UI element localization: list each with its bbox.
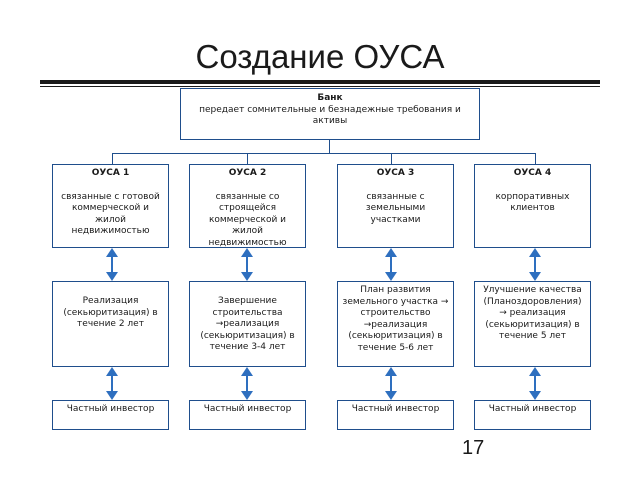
process-text: Реализация (секьюритизация) в течение 2 … bbox=[63, 296, 158, 329]
drop-line-4 bbox=[535, 153, 536, 164]
double-arrow-icon bbox=[241, 248, 253, 281]
double-arrow-icon bbox=[106, 367, 118, 400]
investor-text: Частный инвестор bbox=[488, 404, 577, 414]
slide-title: Создание ОУСА bbox=[195, 38, 445, 75]
ousa-box-3: ОУСА 3 связанные с земельными участками bbox=[337, 164, 454, 248]
bank-box: Банк передает сомнительные и безнадежные… bbox=[180, 88, 480, 140]
investor-box-3: Частный инвестор bbox=[337, 400, 454, 430]
investor-box-1: Частный инвестор bbox=[52, 400, 169, 430]
double-arrow-icon bbox=[241, 367, 253, 400]
title-underline-thin bbox=[40, 86, 600, 87]
double-arrow-icon bbox=[529, 367, 541, 400]
ousa-description: связанные с готовой коммерческой и жилой… bbox=[61, 191, 160, 237]
ousa-box-1: ОУСА 1 связанные с готовой коммерческой … bbox=[52, 164, 169, 248]
ousa-name: ОУСА 2 bbox=[228, 168, 267, 178]
ousa-box-2: ОУСА 2 связанные со строящейся коммерчес… bbox=[189, 164, 306, 248]
investor-text: Частный инвестор bbox=[66, 404, 155, 414]
process-text: Улучшение качества (Планоздоровления) → … bbox=[483, 285, 582, 341]
process-box-2: Завершение строительства →реализация (се… bbox=[189, 281, 306, 367]
investor-box-4: Частный инвестор bbox=[474, 400, 591, 430]
investor-box-2: Частный инвестор bbox=[189, 400, 306, 430]
investor-text: Частный инвестор bbox=[351, 404, 440, 414]
process-box-3: План развития земельного участка → строи… bbox=[337, 281, 454, 367]
drop-line-2 bbox=[247, 153, 248, 164]
ousa-description: связанные с земельными участками bbox=[365, 191, 426, 225]
drop-line-1 bbox=[112, 153, 113, 164]
process-text: Завершение строительства →реализация (се… bbox=[200, 296, 295, 352]
double-arrow-icon bbox=[106, 248, 118, 281]
ousa-name: ОУСА 3 bbox=[376, 168, 415, 178]
horizontal-connector-line bbox=[112, 153, 536, 154]
double-arrow-icon bbox=[385, 248, 397, 281]
title-underline-thick bbox=[40, 80, 600, 84]
ousa-name: ОУСА 1 bbox=[91, 168, 130, 178]
process-box-4: Улучшение качества (Планоздоровления) → … bbox=[474, 281, 591, 367]
double-arrow-icon bbox=[385, 367, 397, 400]
double-arrow-icon bbox=[529, 248, 541, 281]
bank-stem-line bbox=[329, 140, 330, 154]
ousa-name: ОУСА 4 bbox=[513, 168, 552, 178]
process-text: План развития земельного участка → строи… bbox=[342, 285, 449, 353]
page-number: 17 bbox=[462, 437, 485, 459]
bank-text: передает сомнительные и безнадежные треб… bbox=[199, 104, 461, 127]
process-box-1: Реализация (секьюритизация) в течение 2 … bbox=[52, 281, 169, 367]
ousa-box-4: ОУСА 4 корпоративных клиентов bbox=[474, 164, 591, 248]
investor-text: Частный инвестор bbox=[203, 404, 292, 414]
ousa-description: связанные со строящейся коммерческой и ж… bbox=[208, 191, 287, 248]
bank-title: Банк bbox=[317, 93, 343, 103]
drop-line-3 bbox=[391, 153, 392, 164]
ousa-description: корпоративных клиентов bbox=[495, 191, 570, 214]
